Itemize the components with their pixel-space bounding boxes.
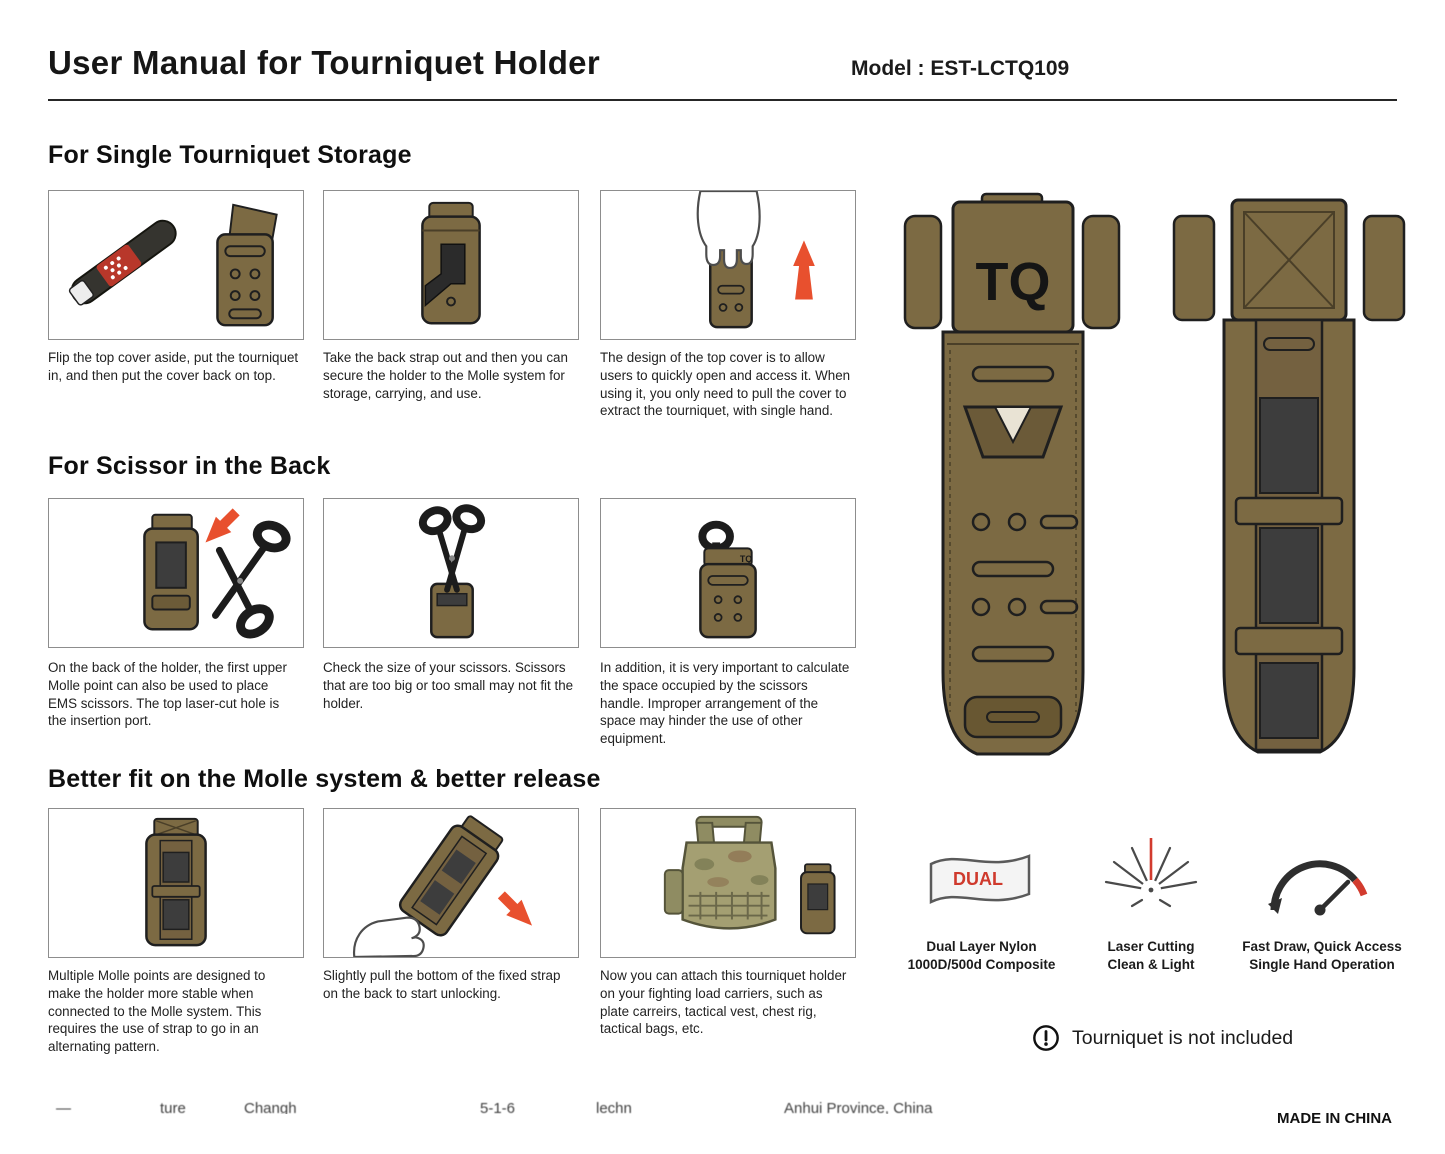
red-arrow-icon: [205, 508, 240, 543]
feature-label-dual-layer: Dual Layer Nylon 1000D/500d Composite: [907, 939, 1056, 973]
step-caption-2-3: In addition, it is very important to cal…: [600, 660, 850, 747]
footer-fragment: lechn: [596, 1100, 632, 1114]
step-box-3-1: [48, 808, 304, 958]
plate-carrier: [663, 815, 777, 930]
tq-logo-text: TQ: [976, 252, 1051, 312]
step-box-1-3: [600, 190, 856, 340]
laser-cutting-icon: [1096, 836, 1206, 929]
scissors-icon: [418, 504, 486, 593]
step-box-3-3: [600, 808, 856, 958]
step-caption-1-3: The design of the top cover is to allow …: [600, 350, 851, 419]
scissors-handle-space-illustration: TQ: [698, 520, 757, 639]
back-strap: [424, 243, 466, 308]
step-caption-3-2: Slightly pull the bottom of the fixed st…: [323, 968, 561, 1001]
step-box-2-3: TQ: [600, 498, 856, 648]
page-title: User Manual for Tourniquet Holder: [48, 44, 600, 81]
step-box-3-2: [323, 808, 579, 958]
holder-front-view: TQ: [903, 192, 1121, 770]
holder-and-scissors-illustration: [143, 508, 291, 639]
section-heading-single-storage: For Single Tourniquet Storage: [48, 141, 412, 169]
made-in-china-label: MADE IN CHINA: [1277, 1110, 1392, 1127]
step-caption-1-1: Flip the top cover aside, put the tourni…: [48, 350, 299, 383]
footer-partial-line: — ture Changh 5-1-6 lechn Anhui Province…: [48, 1100, 1228, 1114]
feature-label-laser-cutting: Laser Cutting Clean & Light: [1107, 939, 1195, 973]
holder-back-view: [1172, 198, 1406, 770]
footer-fragment: Changh: [244, 1100, 297, 1114]
holder-back-strap-illustration: [421, 201, 481, 325]
scissors-size-check-illustration: [418, 504, 486, 639]
step-box-1-2: [323, 190, 579, 340]
notice-text: Tourniquet is not included: [1072, 1027, 1294, 1049]
tq-logo-mini: TQ: [740, 554, 752, 564]
hand-pull-cover-illustration: [696, 191, 815, 329]
step-box-2-2: [323, 498, 579, 648]
section-heading-scissor-back: For Scissor in the Back: [48, 452, 331, 480]
scissors-icon: [212, 520, 291, 639]
step-caption-3-3: Now you can attach this tourniquet holde…: [600, 968, 847, 1037]
tilted-holder: [398, 815, 504, 937]
pull-strap-unlock-illustration: [353, 815, 533, 957]
speedometer-icon: [1258, 846, 1382, 929]
exclamation-icon: [1032, 1024, 1060, 1052]
holder-mini: [800, 863, 836, 935]
tourniquet-and-holder-illustration: [68, 203, 278, 327]
red-arrow-up-icon: [793, 240, 815, 300]
step-box-2-1: [48, 498, 304, 648]
footer-fragment: Anhui Province, China: [784, 1100, 933, 1114]
multiple-molle-points-illustration: [145, 817, 207, 947]
step-caption-3-1: Multiple Molle points are designed to ma…: [48, 968, 266, 1055]
plate-carrier-attachment-illustration: [663, 815, 836, 935]
holder-open-cover-illustration: [216, 203, 278, 327]
footer-fragment: —: [56, 1100, 71, 1114]
step-box-1-1: [48, 190, 304, 340]
step-caption-2-2: Check the size of your scissors. Scissor…: [323, 660, 574, 711]
hand-icon: [353, 916, 425, 957]
red-arrow-icon: [497, 891, 533, 926]
feature-label-fast-draw: Fast Draw, Quick Access Single Hand Oper…: [1242, 939, 1402, 973]
footer-fragment: ture: [160, 1100, 186, 1114]
section-heading-molle-fit: Better fit on the Molle system & better …: [48, 765, 601, 793]
footer-fragment: 5-1-6: [480, 1100, 516, 1114]
model-number: Model : EST-LCTQ109: [851, 57, 1070, 80]
dual-layer-icon: DUAL: [921, 842, 1039, 929]
step-caption-2-1: On the back of the holder, the first upp…: [48, 660, 287, 729]
dual-flag-text: DUAL: [953, 869, 1003, 889]
hand-icon: [696, 191, 761, 270]
header-divider: [48, 99, 1397, 101]
tourniquet-illustration: [68, 219, 177, 306]
step-caption-1-2: Take the back strap out and then you can…: [323, 350, 568, 401]
